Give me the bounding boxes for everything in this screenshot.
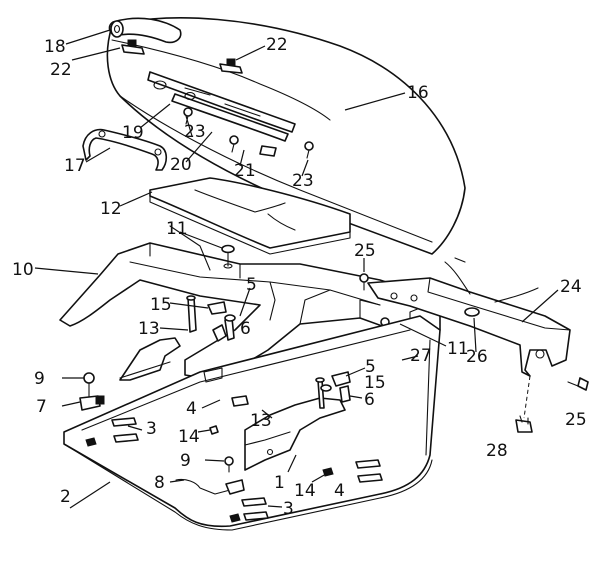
callout-14: 14 [294, 481, 316, 501]
callout-12: 12 [100, 199, 122, 219]
part-8-clamp [175, 478, 245, 495]
callout-3: 3 [283, 499, 294, 519]
part-9-7-left-screws [79, 372, 234, 473]
part-18-hinge-roller [108, 17, 182, 44]
callout-11: 11 [166, 219, 188, 239]
callout-6: 6 [240, 319, 251, 339]
part-2-base-pan [63, 315, 441, 531]
callout-5: 5 [365, 357, 376, 377]
callout-5: 5 [246, 275, 257, 295]
part-23-21-lid-screws [183, 107, 314, 212]
callout-3: 3 [146, 419, 157, 439]
callout-4: 4 [186, 399, 197, 419]
callout-10: 10 [12, 260, 34, 280]
leader-lines [34, 29, 559, 509]
part-14-4-grommets [85, 395, 334, 523]
callout-9: 9 [180, 451, 191, 471]
callout-19: 19 [122, 123, 144, 143]
callout-11: 11 [447, 339, 469, 359]
part-17-carry-handle [82, 128, 168, 171]
callout-1: 1 [274, 473, 285, 493]
callout-14: 14 [178, 427, 200, 447]
callout-25: 25 [354, 241, 376, 261]
callout-16: 16 [407, 83, 429, 103]
callout-4: 4 [334, 481, 345, 501]
part-22-lid-clips [121, 39, 243, 74]
callout-labels: 18 22 22 16 19 23 20 21 23 17 12 11 10 2… [12, 35, 587, 519]
callout-23: 23 [184, 122, 206, 142]
callout-20: 20 [170, 155, 192, 175]
callout-13: 13 [250, 411, 272, 431]
callout-9: 9 [34, 369, 45, 389]
callout-23: 23 [292, 171, 314, 191]
part-19-20-lid-rails [147, 71, 296, 142]
callout-15: 15 [150, 295, 172, 315]
callout-18: 18 [44, 37, 66, 57]
callout-13: 13 [138, 319, 160, 339]
callout-21: 21 [234, 161, 256, 181]
callout-7: 7 [36, 397, 47, 417]
part-24-side-bracket [367, 257, 571, 377]
callout-15: 15 [364, 373, 386, 393]
callout-26: 26 [466, 347, 488, 367]
callout-27: 27 [410, 346, 432, 366]
callout-28: 28 [486, 441, 508, 461]
callout-17: 17 [64, 156, 86, 176]
callout-25: 25 [565, 410, 587, 430]
callout-8: 8 [154, 473, 165, 493]
part-12-cover-plate [149, 177, 351, 255]
part-5-6-15-fittings [203, 301, 351, 403]
callout-22: 22 [266, 35, 288, 55]
callout-24: 24 [560, 277, 582, 297]
part-3-pads [111, 417, 383, 521]
part-28-clip [515, 375, 533, 433]
callout-22: 22 [50, 60, 72, 80]
callout-2: 2 [60, 487, 71, 507]
part-25-26-bracket-screws [359, 273, 589, 391]
callout-6: 6 [364, 390, 375, 410]
